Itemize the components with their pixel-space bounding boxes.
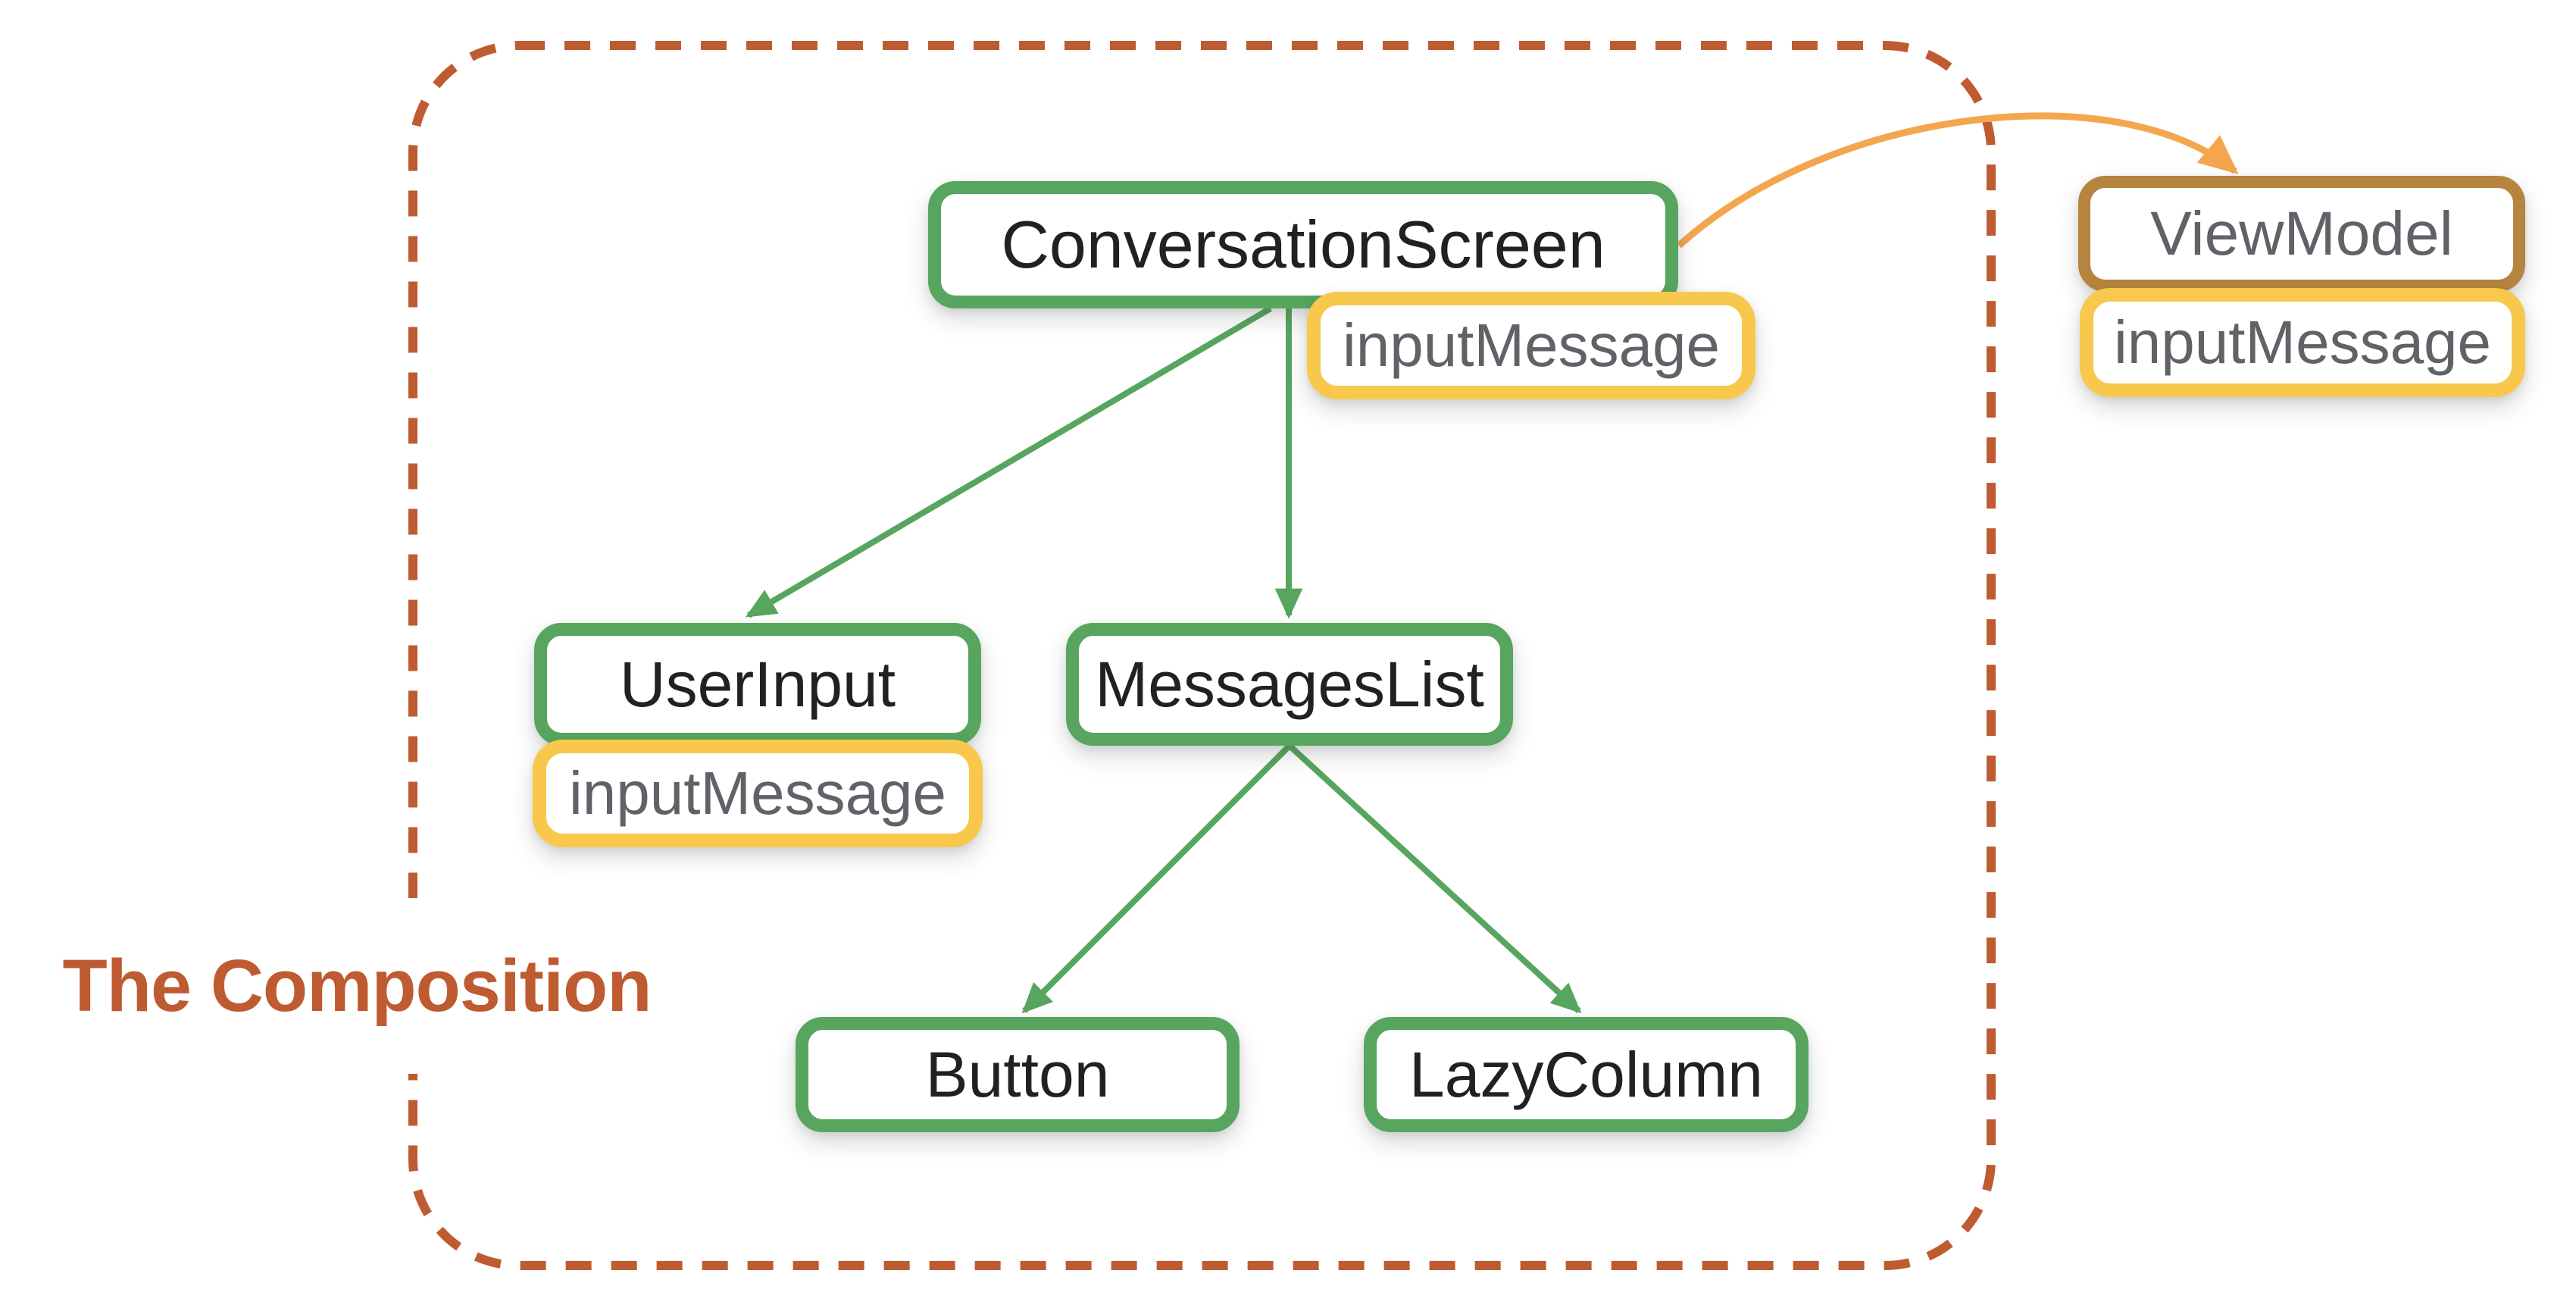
edge-conversationscreen-to-viewmodel [1676, 112, 2239, 249]
state-badge-view-model: inputMessage [2080, 288, 2525, 397]
state-badge-conversation-screen-label: inputMessage [1342, 311, 1721, 379]
node-lazy-column-label: LazyColumn [1409, 1038, 1763, 1110]
state-badge-user-input-label: inputMessage [568, 759, 947, 827]
node-user-input: UserInput [534, 623, 981, 746]
node-view-model-label: ViewModel [2150, 199, 2453, 268]
state-badge-conversation-screen: inputMessage [1307, 292, 1755, 399]
node-button: Button [796, 1017, 1240, 1132]
edge-conversationscreen-to-userinput [746, 305, 1273, 618]
node-messages-list: MessagesList [1066, 623, 1513, 746]
node-user-input-label: UserInput [619, 648, 896, 720]
composition-caption: The Composition [47, 898, 667, 1074]
node-button-label: Button [925, 1038, 1110, 1110]
node-conversation-screen-label: ConversationScreen [1001, 207, 1605, 282]
node-view-model: ViewModel [2078, 176, 2525, 292]
node-messages-list-label: MessagesList [1095, 648, 1484, 720]
edge-messageslist-to-lazycolumn [1287, 743, 1582, 1014]
composition-boundary-dashed-border [408, 41, 1996, 1270]
edge-messageslist-to-button [1021, 743, 1292, 1014]
node-conversation-screen: ConversationScreen [928, 181, 1678, 308]
node-lazy-column: LazyColumn [1364, 1017, 1809, 1132]
state-badge-user-input: inputMessage [533, 740, 983, 847]
state-badge-view-model-label: inputMessage [2113, 308, 2492, 376]
